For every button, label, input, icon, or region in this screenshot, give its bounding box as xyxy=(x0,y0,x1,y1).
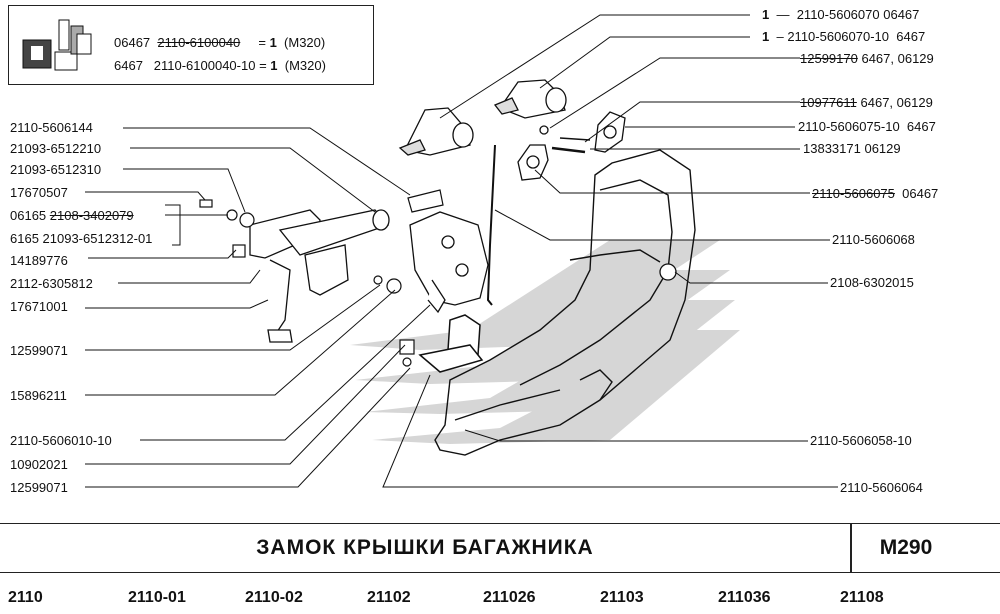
model-link[interactable]: 2110 xyxy=(8,589,43,606)
part-label[interactable]: 14189776 xyxy=(10,253,68,268)
lock-rod xyxy=(486,144,496,306)
lock-cylinder-2 xyxy=(493,79,567,119)
part-label[interactable]: 12599071 xyxy=(10,343,68,358)
part-label[interactable]: 2110-5606068 xyxy=(832,232,915,247)
legend-model: (M320) xyxy=(284,58,326,73)
part-label[interactable]: 15896211 xyxy=(10,388,67,403)
part-label[interactable]: 2108-6302015 xyxy=(830,275,914,290)
part-label[interactable]: 2110-5606010-10 xyxy=(10,433,112,448)
part-label[interactable]: 2110-5606075-10 6467 xyxy=(798,120,936,134)
rubber-stop xyxy=(659,263,677,281)
part-code: 6467, 06129 xyxy=(860,95,933,110)
model-link[interactable]: 2110-02 xyxy=(245,589,303,606)
part-number-obsolete: 2110-5606075 xyxy=(812,186,895,201)
legend-part: 2110-6100040 xyxy=(157,35,241,50)
part-label[interactable]: 10977611 6467, 06129 xyxy=(800,96,933,110)
legend-part: 2110-6100040-10 xyxy=(153,58,256,73)
part-label[interactable]: 2110-5606064 xyxy=(840,480,923,495)
part-label[interactable]: 6165 21093-6512312-01 xyxy=(10,231,153,246)
title-bar: ЗАМОК КРЫШКИ БАГАЖНИКА М290 xyxy=(0,523,1000,573)
part-number: 2110-5606070-10 xyxy=(787,29,890,44)
part-qty: 1 xyxy=(762,29,770,44)
part-label[interactable]: 10902021 xyxy=(10,457,68,472)
part-label[interactable]: 1 – 2110-5606070-10 6467 xyxy=(762,30,925,44)
model-link[interactable]: 21102 xyxy=(367,589,411,606)
part-label[interactable]: 2110-5606075 06467 xyxy=(812,187,938,201)
legend-qty: 1 xyxy=(269,35,277,50)
legend-row-2: 6467 2110-6100040-10 = 1 (M320) xyxy=(114,58,326,73)
exploded-parts-diagram xyxy=(85,14,838,488)
part-number-obsolete: 12599170 xyxy=(800,51,858,66)
part-label[interactable]: 17671001 xyxy=(10,299,68,314)
legend-equals: = xyxy=(258,35,270,50)
legend-model: (M320) xyxy=(284,35,326,50)
part-label[interactable]: 2112-6305812 xyxy=(10,276,93,291)
page-title: ЗАМОК КРЫШКИ БАГАЖНИКА xyxy=(256,536,594,559)
part-label[interactable]: 17670507 xyxy=(10,185,68,200)
part-code: 06129 xyxy=(864,141,901,156)
applicability-legend: 06467 2110-6100040 = 1 (M320) 6467 2110-… xyxy=(8,5,374,85)
page-code: М290 xyxy=(879,536,933,559)
part-code: 6467, 06129 xyxy=(861,51,934,66)
leader-lines-left xyxy=(85,127,431,488)
legend-code: 6467 xyxy=(114,58,143,73)
model-link[interactable]: 2110-01 xyxy=(128,589,186,606)
part-label[interactable]: 21093-6512310 xyxy=(10,162,102,177)
legend-equals: = xyxy=(259,58,271,73)
model-link[interactable]: 21103 xyxy=(600,589,644,606)
model-link[interactable]: 211026 xyxy=(483,589,536,606)
part-label[interactable]: 2110-5606144 xyxy=(10,120,93,135)
part-dash: — xyxy=(776,7,790,22)
lock-cylinder-1 xyxy=(398,107,474,156)
part-label[interactable]: 1 — 2110-5606070 06467 xyxy=(762,8,919,22)
small-fasteners xyxy=(199,189,444,367)
part-label[interactable]: 12599170 6467, 06129 xyxy=(800,52,934,66)
part-label[interactable]: 12599071 xyxy=(10,480,68,495)
part-number: 2110-5606075-10 xyxy=(798,119,900,134)
part-label[interactable]: 2110-5606058-10 xyxy=(810,433,912,448)
title-divider xyxy=(850,524,852,572)
gasket-parts xyxy=(517,111,626,181)
model-link[interactable]: 211036 xyxy=(718,589,771,606)
legend-row-1: 06467 2110-6100040 = 1 (M320) xyxy=(114,35,325,50)
lock-actuator xyxy=(249,209,390,343)
part-number-obsolete: 10977611 xyxy=(800,95,857,110)
part-label[interactable]: 21093-6512210 xyxy=(10,141,102,156)
part-qty: 1 xyxy=(762,7,770,22)
striker-bracket xyxy=(418,314,484,373)
part-number: 13833171 xyxy=(803,141,861,156)
part-code: 06467 xyxy=(902,186,939,201)
part-label[interactable]: 06165 2108-3402079 xyxy=(10,209,134,223)
kit-box-icon xyxy=(22,19,92,71)
part-code: 6467 xyxy=(906,119,936,134)
part-label[interactable]: 13833171 06129 xyxy=(803,142,901,156)
trunk-latch xyxy=(409,211,489,314)
legend-code: 06467 xyxy=(114,35,151,50)
part-code: 06467 xyxy=(883,7,920,22)
model-link[interactable]: 21108 xyxy=(840,589,884,606)
part-dash: – xyxy=(776,29,784,44)
part-code: 06165 xyxy=(10,208,47,223)
part-number-obsolete: 2108-3402079 xyxy=(49,208,134,223)
legend-qty: 1 xyxy=(270,58,278,73)
part-number: 2110-5606070 xyxy=(796,7,880,22)
leader-lines-right xyxy=(382,14,838,488)
part-code: 6467 xyxy=(896,29,926,44)
